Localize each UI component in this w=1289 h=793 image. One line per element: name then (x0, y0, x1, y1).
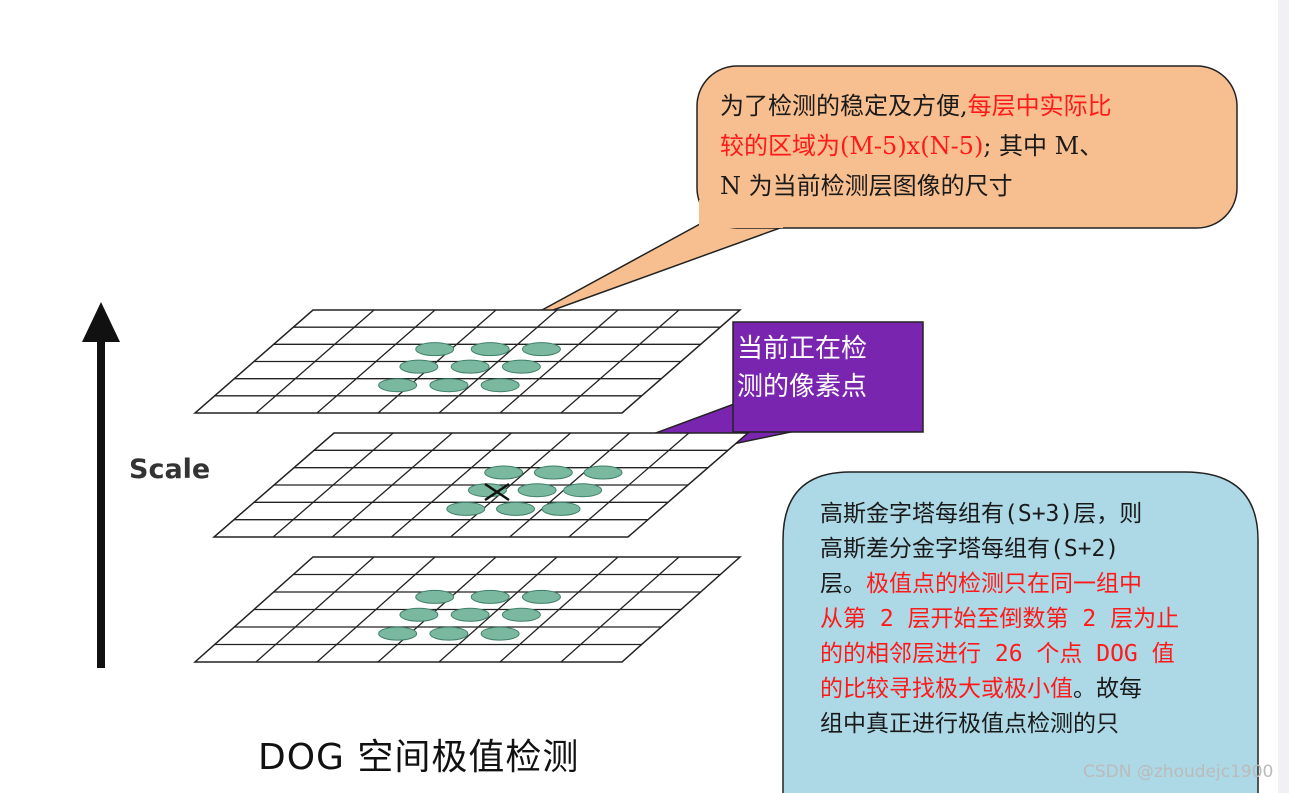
neighbor-pixel (470, 342, 510, 357)
blue-callout-text: 高斯金字塔每组有(S+3)层，则高斯差分金字塔每组有(S+2) 层。极值点的检测只… (820, 497, 1240, 742)
neighbor-pixel (501, 359, 541, 374)
plain-text: N 为当前检测层图像的尺寸 (720, 172, 1013, 200)
neighbor-pixel (399, 359, 439, 374)
callout-line: 高斯差分金字塔每组有(S+2) (820, 532, 1240, 567)
neighbor-pixel (521, 589, 561, 604)
scrollbar-strip (1278, 0, 1289, 793)
plain-text: 为了检测的稳定及方便, (720, 92, 968, 120)
dog-layer-2 (211, 432, 751, 538)
neighbor-pixel (496, 501, 535, 516)
callout-line: 为了检测的稳定及方便,每层中实际比 (720, 86, 1220, 126)
highlighted-text: 极值点的检测只在同一组中 (866, 571, 1142, 597)
neighbor-pixel (521, 342, 561, 357)
neighbor-pixel (501, 607, 541, 622)
scale-axis-label: Scale (129, 454, 211, 485)
neighbor-pixel (429, 378, 469, 393)
neighbor-pixel (429, 626, 469, 641)
callout-line: 的比较寻找极大或极小值。故每 (820, 672, 1240, 707)
plain-text: 高斯差分金字塔每组有(S+2) (820, 536, 1120, 562)
purple-callout-text: 当前正在检测的像素点 (737, 330, 927, 406)
neighbor-pixel (446, 501, 486, 516)
neighbor-pixel (378, 378, 418, 393)
neighbor-pixel (517, 483, 557, 498)
callout-line: 当前正在检 (737, 334, 868, 364)
current-pixel-marker (484, 482, 510, 502)
neighbor-pixel (541, 501, 581, 516)
orange-callout (519, 65, 1238, 323)
highlighted-text: 较的区域为(M-5)x(N-5) (720, 132, 984, 160)
scale-arrow (82, 302, 120, 668)
highlighted-text: 的比较寻找极大或极小值 (820, 676, 1073, 702)
neighbor-pixel (470, 589, 510, 604)
plain-text: 高斯金字塔每组有(S+3)层，则 (820, 501, 1143, 527)
dog-layer-1 (193, 309, 742, 414)
neighbor-pixel (378, 626, 418, 641)
neighbor-pixel (484, 465, 524, 480)
callout-line: 从第 2 层开始至倒数第 2 层为止 (820, 602, 1240, 637)
callout-line: 较的区域为(M-5)x(N-5); 其中 M、 (720, 126, 1220, 166)
neighbor-pixel (399, 607, 439, 622)
callout-line: 组中真正进行极值点检测的只 (820, 707, 1240, 742)
dog-layer-3 (193, 556, 742, 663)
callout-line: N 为当前检测层图像的尺寸 (720, 166, 1220, 206)
watermark: CSDN @zhoudejc1900 (1083, 762, 1274, 782)
plain-text: 层。 (820, 571, 866, 597)
blue-callout (782, 471, 1259, 793)
callout-line: 高斯金字塔每组有(S+3)层，则 (820, 497, 1240, 532)
plain-text: 。故每 (1073, 676, 1142, 702)
neighbor-pixel (480, 378, 520, 393)
highlighted-text: 每层中实际比 (967, 92, 1112, 120)
neighbor-pixel (533, 465, 573, 480)
callout-line: 层。极值点的检测只在同一组中 (820, 567, 1240, 602)
diagram-caption: DOG 空间极值检测 (258, 737, 580, 778)
neighbor-pixel (480, 626, 520, 641)
callout-line: 测的像素点 (737, 372, 868, 402)
callout-line: 的的相邻层进行 26 个点 DOG 值 (820, 637, 1240, 672)
highlighted-text: 的的相邻层进行 26 个点 DOG 值 (820, 641, 1175, 667)
neighbor-pixel (415, 342, 455, 357)
neighbor-pixel (450, 607, 490, 622)
neighbor-pixel (563, 483, 603, 498)
plain-text: 组中真正进行极值点检测的只 (820, 711, 1119, 737)
highlighted-text: 从第 2 层开始至倒数第 2 层为止 (820, 606, 1180, 632)
plain-text: ; 其中 M、 (983, 132, 1104, 160)
neighbor-pixel (450, 359, 490, 374)
neighbor-pixel (415, 589, 455, 604)
neighbor-pixel (583, 465, 623, 480)
orange-callout-text: 为了检测的稳定及方便,每层中实际比较的区域为(M-5)x(N-5); 其中 M、… (720, 86, 1220, 206)
